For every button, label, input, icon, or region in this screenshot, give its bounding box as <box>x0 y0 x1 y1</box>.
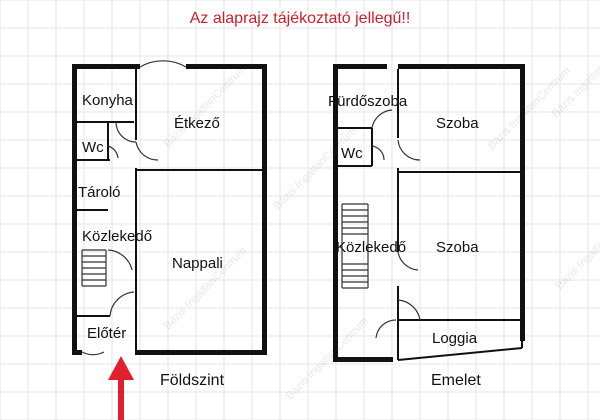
upper-floor-stairs <box>341 203 369 289</box>
upper-floor-plan: Fürdőszoba Szoba Wc Közlekedő Szoba Logg… <box>328 64 525 389</box>
room-label-wc: Wc <box>82 139 104 156</box>
floor-caption-ground: Földszint <box>160 372 225 389</box>
room-label-nappali: Nappali <box>172 255 223 272</box>
room-label-tarolo: Tároló <box>78 184 121 201</box>
watermarks: Bázis IngatlanCentrum Bázis IngatlanCent… <box>162 33 600 402</box>
disclaimer-notice: Az alaprajz tájékoztató jellegű!! <box>190 10 411 27</box>
room-label-furdoszoba: Fürdőszoba <box>328 93 408 110</box>
floor-caption-upper: Emelet <box>431 372 481 389</box>
room-label-szoba-1: Szoba <box>436 115 479 132</box>
room-label-konyha: Konyha <box>82 92 134 109</box>
watermark-text: Bázis IngatlanCentrum <box>162 63 249 150</box>
room-label-szoba-2: Szoba <box>436 239 479 256</box>
room-label-eloter: Előtér <box>87 325 126 342</box>
room-label-wc-upper: Wc <box>341 145 363 162</box>
ground-floor-plan: Konyha Étkező Wc Tároló Közlekedő Nappal… <box>72 60 267 389</box>
red-up-arrow-icon <box>108 356 134 420</box>
ground-floor-stairs <box>81 249 107 287</box>
room-label-loggia: Loggia <box>432 330 478 347</box>
room-label-etkezo: Étkező <box>174 115 220 132</box>
room-label-kozlekedo: Közlekedő <box>82 228 152 245</box>
watermark-text: Bázis IngatlanCentrum <box>272 125 359 212</box>
watermark-text: Bázis IngatlanCentrum <box>554 205 600 292</box>
room-label-kozlekedo-upper: Közlekedő <box>336 239 406 256</box>
